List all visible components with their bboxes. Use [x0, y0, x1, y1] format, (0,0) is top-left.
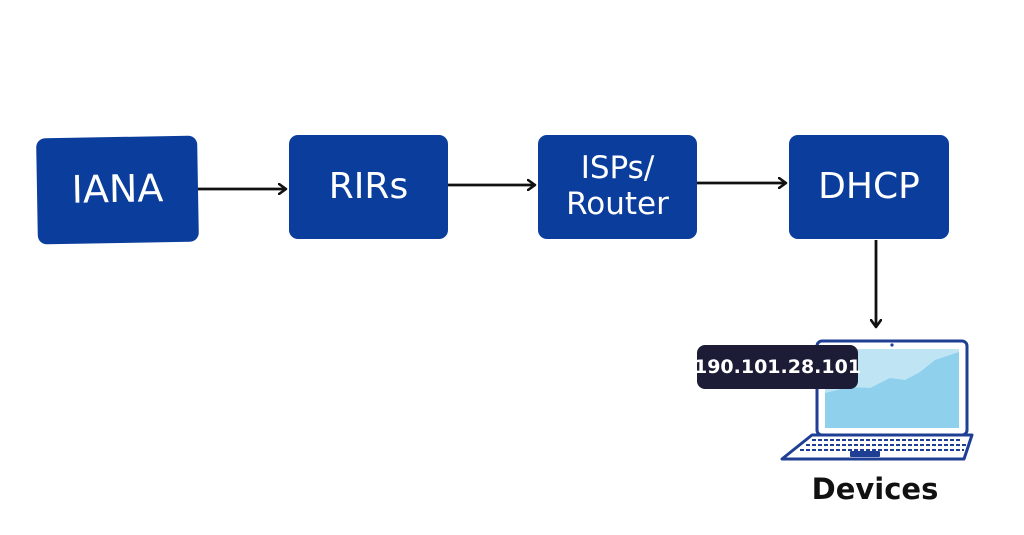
node-iana: IANA	[36, 135, 199, 245]
node-rirs-label: RIRs	[328, 166, 409, 208]
node-dhcp-label: DHCP	[818, 166, 920, 208]
node-isps-label-line1: ISPs/	[580, 150, 655, 187]
ip-address-badge: 190.101.28.101	[694, 345, 861, 389]
node-rirs: RIRs	[289, 135, 448, 239]
node-isps-label-line2: Router	[566, 186, 669, 222]
node-iana-label: IANA	[71, 166, 164, 212]
node-dhcp: DHCP	[789, 135, 949, 239]
node-isps-router: ISPs/ Router	[538, 135, 697, 239]
devices-label: Devices	[811, 472, 939, 506]
